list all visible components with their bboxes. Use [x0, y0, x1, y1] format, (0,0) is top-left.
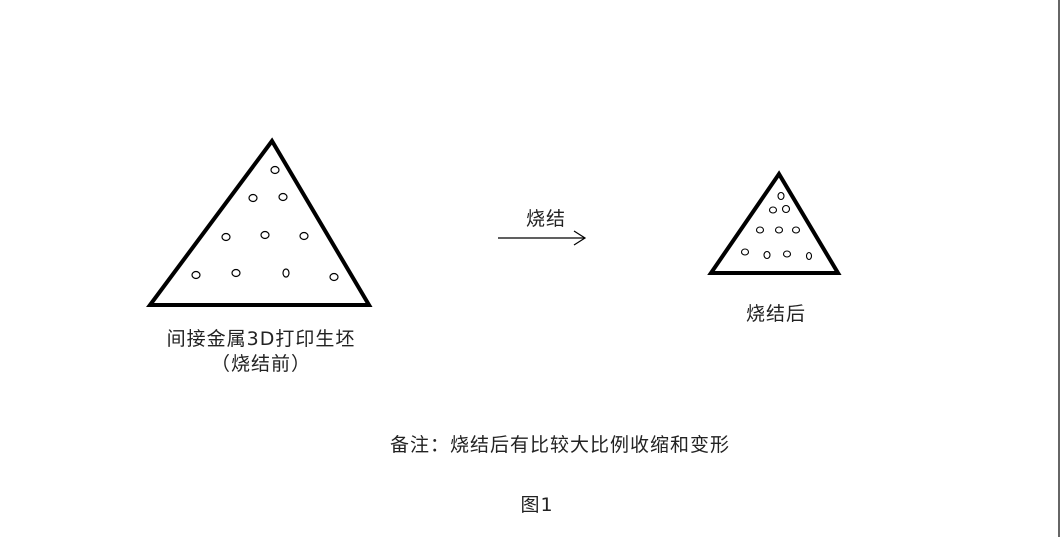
- page-edge-line: [1058, 0, 1060, 537]
- green-part-triangle: [146, 137, 373, 307]
- pore: [777, 191, 785, 201]
- pore: [299, 231, 309, 241]
- pore: [740, 248, 750, 256]
- sintered-part-triangle: [707, 170, 842, 275]
- pore: [248, 193, 258, 203]
- pore: [270, 165, 280, 175]
- pore: [260, 230, 270, 240]
- pore: [782, 250, 792, 258]
- sintered-part-pores: [740, 191, 813, 261]
- pore: [781, 204, 791, 214]
- pore: [221, 232, 231, 242]
- pore: [282, 268, 290, 278]
- pore: [791, 226, 801, 234]
- pore: [768, 206, 778, 214]
- pore: [774, 226, 784, 234]
- figure-caption: 图1: [520, 494, 554, 516]
- pore: [805, 251, 813, 261]
- green-part-pores: [191, 165, 339, 282]
- pore: [763, 250, 771, 260]
- pore: [278, 192, 288, 202]
- note-text: 备注：烧结后有比较大比例收缩和变形: [389, 434, 730, 456]
- pore: [191, 270, 201, 280]
- sintered-part-label: 烧结后: [745, 303, 806, 325]
- pore: [329, 272, 339, 282]
- pore: [755, 226, 765, 234]
- arrow-label: 烧结: [525, 208, 566, 230]
- sintering-arrow: [498, 230, 587, 246]
- green-part-sublabel: （烧结前）: [210, 353, 311, 375]
- green-part-label: 间接金属3D打印生坯: [166, 328, 356, 350]
- pore: [231, 268, 241, 278]
